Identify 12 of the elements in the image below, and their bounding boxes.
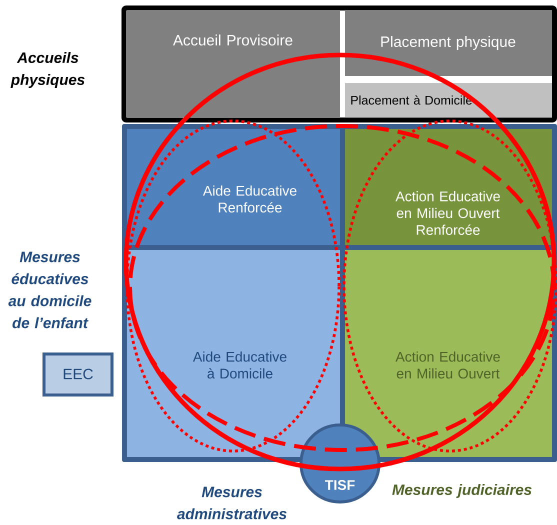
- measure-box: Action Educative en Milieu Ouvert: [345, 250, 552, 457]
- service-box: EEC: [42, 352, 114, 396]
- group-label: Mesures judiciaires: [392, 484, 532, 498]
- category-box: Placement physique: [345, 11, 552, 76]
- measure-box: Aide Educative à Domicile: [127, 250, 340, 457]
- group-label: Accueils physiques: [10, 52, 85, 88]
- measure-box: Aide Educative Renforcée: [127, 129, 340, 245]
- measure-box: Action Educative en Milieu Ouvert Renforcée: [345, 129, 552, 245]
- group-label: Mesures administratives: [177, 486, 286, 520]
- group-label: Mesures éducatives au domicile de l’enfant: [8, 252, 92, 328]
- category-box: Placement à Domicile: [345, 83, 552, 117]
- category-box: Accueil Provisoire: [127, 11, 340, 117]
